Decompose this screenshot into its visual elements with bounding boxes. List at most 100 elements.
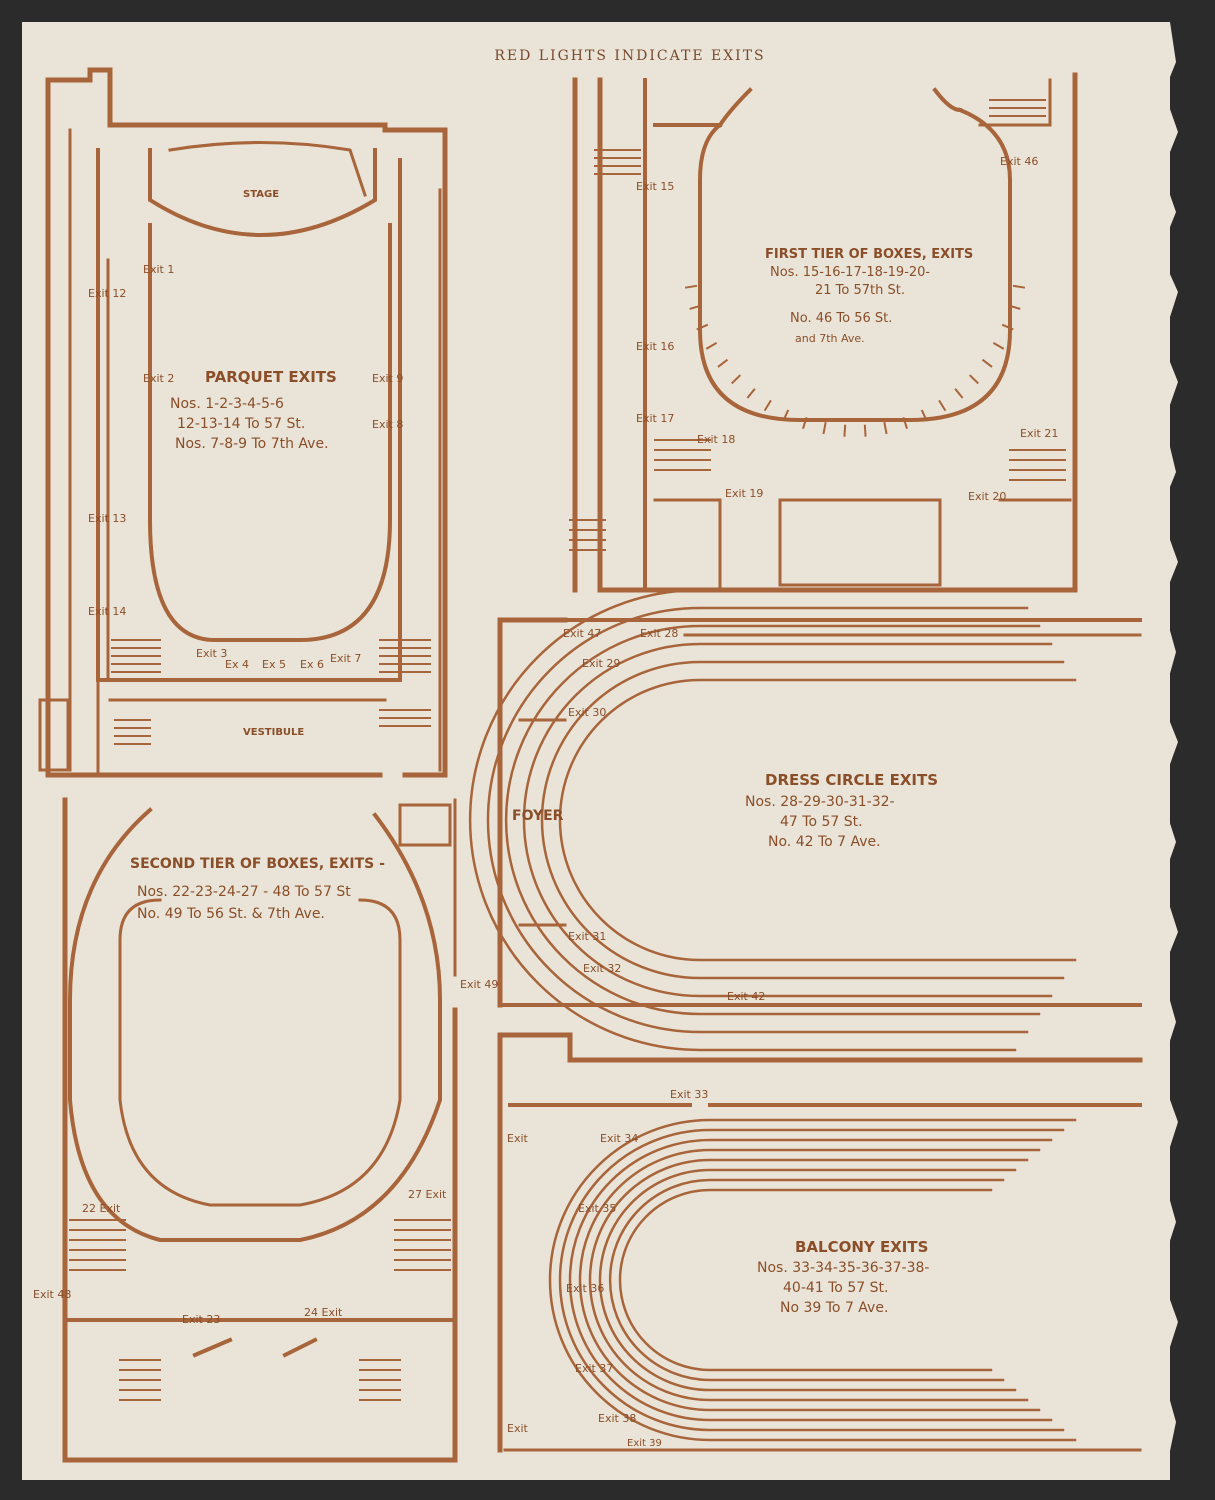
balcony-exit-37: Exit 37 [575,1362,613,1375]
dress-circle-exit-29: Exit 29 [582,657,620,670]
first-tier-plan [569,72,1078,593]
rail-line [558,1128,1065,1432]
dress-circle-exit-32: Exit 32 [583,962,621,975]
parquet-line-3: Nos. 7-8-9 To 7th Ave. [175,436,329,452]
box-tick [883,422,888,435]
box-tick [863,424,867,437]
rail-line [504,624,1041,1016]
second-tier-exit-24: 24 Exit [304,1306,343,1319]
rail-line [588,1158,1029,1402]
first-tier-line-3: No. 46 To 56 St. [790,311,892,326]
parquet-exit-8: Exit 8 [372,418,403,431]
dress-circle-plan [468,588,1142,1052]
second-tier-exit-22: 22 Exit [82,1202,121,1215]
balcony-exit-36: Exit 36 [566,1282,604,1295]
box-tick [822,422,827,435]
box-tick [1012,284,1026,289]
rail-line [568,1138,1053,1422]
second-tier-exit-49: Exit 49 [460,978,498,991]
second-tier-exit-23: Exit 23 [182,1313,220,1326]
parquet-exit-4: Ex 4 [225,658,249,671]
box-tick [968,374,979,385]
balcony-exit-38: Exit 38 [598,1412,636,1425]
box-tick [717,358,729,368]
balcony-line-1: Nos. 33-34-35-36-37-38- [757,1260,929,1276]
box-tick [689,304,702,310]
first-tier-title: FIRST TIER OF BOXES, EXITS [765,247,973,262]
parquet-exit-5: Ex 5 [262,658,286,671]
box-tick [1008,304,1021,310]
balcony-labels: BALCONY EXITS Nos. 33-34-35-36-37-38- 40… [507,1088,929,1449]
box-tick [954,388,964,399]
rail-line [618,1188,993,1372]
box-tick [802,416,808,430]
first-tier-exit-18: Exit 18 [697,433,735,446]
rail-line [558,678,1077,962]
rail-line [598,1168,1017,1392]
balcony-exit-33: Exit 33 [670,1088,708,1101]
balcony-plan [497,1032,1143,1453]
dress-circle-exit-30: Exit 30 [568,706,606,719]
second-tier-exit-48: Exit 48 [33,1288,71,1301]
dress-circle-line-2: 47 To 57 St. [780,814,863,830]
first-tier-line-4: and 7th Ave. [795,332,865,345]
dress-circle-foyer: FOYER [512,808,564,824]
balcony-exit-35: Exit 35 [578,1202,616,1215]
first-tier-exit-19: Exit 19 [725,487,763,500]
balcony-exit-unnumbered-bottom: Exit [507,1422,529,1435]
second-tier-line-2: No. 49 To 56 St. & 7th Ave. [137,906,325,922]
box-tick [782,409,790,422]
box-tick [992,341,1005,350]
parquet-line-1: Nos. 1-2-3-4-5-6 [170,396,284,412]
rail-line [608,1178,1005,1382]
box-tick [705,341,718,350]
box-tick [763,399,772,412]
parquet-vestibule-label: VESTIBULE [243,727,304,738]
parquet-plan [38,67,448,778]
box-tick [684,284,698,289]
box-tick [920,409,928,422]
parquet-stage-label: STAGE [243,189,279,200]
dress-circle-exit-31: Exit 31 [568,930,606,943]
first-tier-exit-16: Exit 16 [636,340,674,353]
second-tier-plan [62,797,458,1463]
first-tier-exit-46: Exit 46 [1000,155,1038,168]
first-tier-exit-20: Exit 20 [968,490,1006,503]
parquet-title: PARQUET EXITS [205,368,337,386]
rail-line [522,642,1053,998]
box-tick [843,424,847,437]
dress-circle-line-1: Nos. 28-29-30-31-32- [745,794,895,810]
first-tier-exit-21: Exit 21 [1020,427,1058,440]
balcony-exit-34: Exit 34 [600,1132,638,1145]
parquet-exit-7: Exit 7 [330,652,361,665]
rail-line [468,588,1017,1052]
first-tier-exit-17: Exit 17 [636,412,674,425]
second-tier-labels: SECOND TIER OF BOXES, EXITS - Nos. 22-23… [33,856,498,1326]
box-tick [1001,323,1014,331]
first-tier-line-1: Nos. 15-16-17-18-19-20- [770,265,930,280]
box-tick [696,323,709,331]
second-tier-line-1: Nos. 22-23-24-27 - 48 To 57 St [137,884,351,900]
box-tick [981,358,993,368]
parquet-exit-3: Exit 3 [196,647,227,660]
parquet-exit-12: Exit 12 [88,287,126,300]
box-tick [902,416,908,430]
dress-circle-line-3: No. 42 To 7 Ave. [768,834,881,850]
second-tier-exit-27: 27 Exit [408,1188,447,1201]
balcony-title: BALCONY EXITS [795,1238,928,1256]
rail-line [540,660,1065,980]
parquet-exit-14: Exit 14 [88,605,126,618]
rail-line [548,1118,1077,1442]
box-tick [938,399,947,412]
parquet-line-2: 12-13-14 To 57 St. [177,416,305,432]
paper-sheet [22,22,1170,1480]
dress-circle-exit-28: Exit 28 [640,627,678,640]
first-tier-labels: FIRST TIER OF BOXES, EXITS Nos. 15-16-17… [636,155,1058,503]
balcony-exit-unnumbered-top: Exit [507,1132,529,1145]
first-tier-exit-15: Exit 15 [636,180,674,193]
parquet-exit-13: Exit 13 [88,512,126,525]
balcony-line-3: No 39 To 7 Ave. [780,1300,888,1316]
second-tier-title: SECOND TIER OF BOXES, EXITS - [130,856,385,872]
box-tick [731,374,742,385]
